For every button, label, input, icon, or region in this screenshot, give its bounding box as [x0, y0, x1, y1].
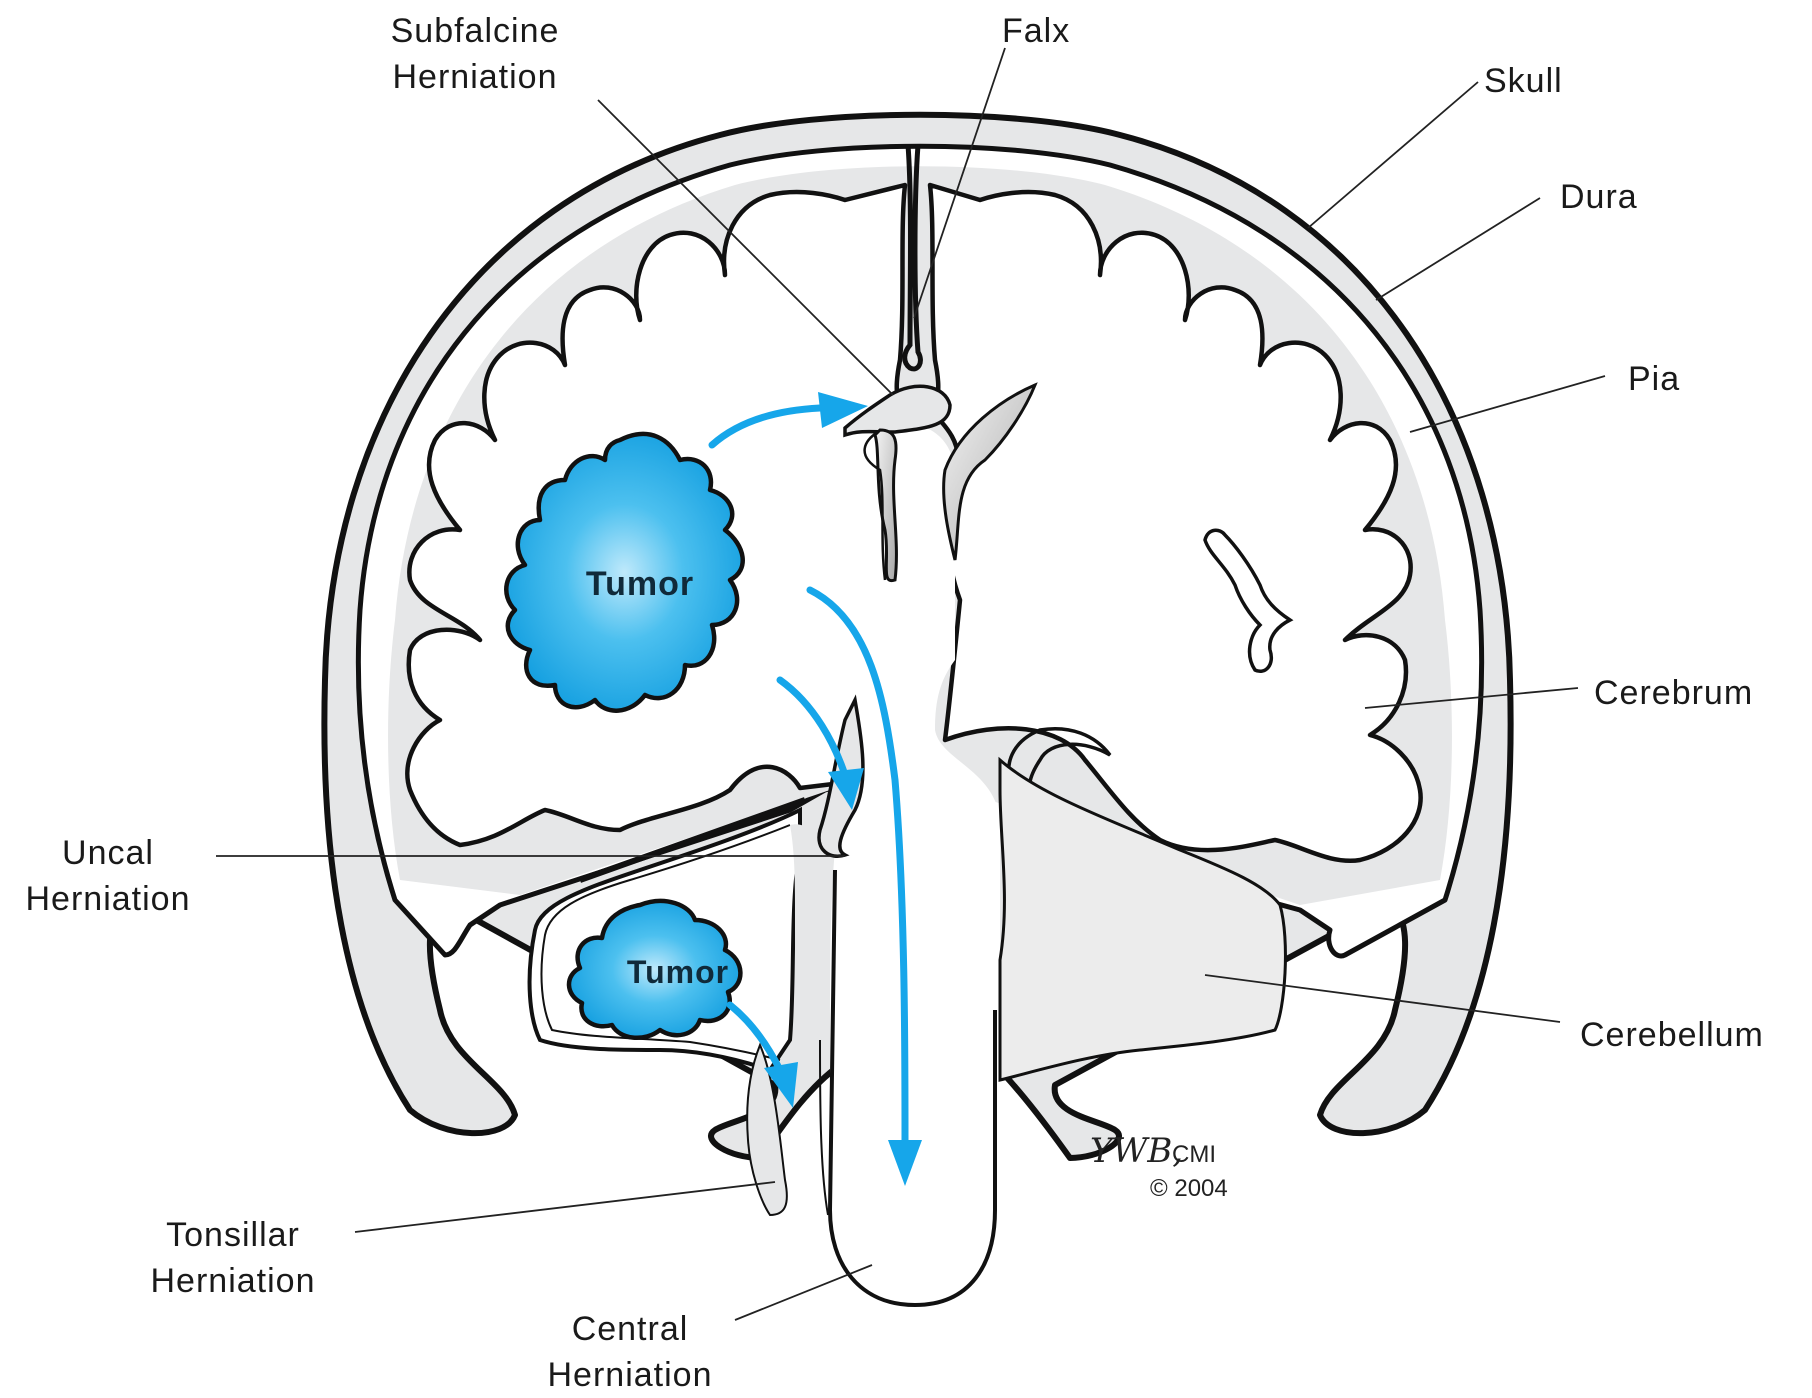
label-pia: Pia	[1628, 356, 1680, 402]
leader-central	[735, 1265, 872, 1320]
label-dura: Dura	[1560, 174, 1638, 220]
label-skull: Skull	[1484, 58, 1563, 104]
label-cerebrum: Cerebrum	[1594, 670, 1753, 716]
label-falx: Falx	[1002, 8, 1070, 54]
leader-skull	[1308, 82, 1478, 228]
label-cerebellum: Cerebellum	[1580, 1012, 1764, 1058]
artist-signature: YWB,	[1090, 1131, 1183, 1171]
leader-dura	[1376, 198, 1540, 300]
tumor-upper-label: Tumor	[586, 565, 694, 603]
leader-tonsillar	[355, 1182, 775, 1232]
label-subfalcine-herniation: Subfalcine Herniation	[370, 8, 580, 100]
label-tonsillar-herniation: Tonsillar Herniation	[128, 1212, 338, 1304]
copyright: © 2004	[1150, 1175, 1228, 1202]
label-uncal-herniation: Uncal Herniation	[8, 830, 208, 922]
artist-credential: CMI	[1172, 1141, 1216, 1168]
label-central-herniation: Central Herniation	[525, 1306, 735, 1398]
tumor-lower-label: Tumor	[627, 954, 729, 990]
